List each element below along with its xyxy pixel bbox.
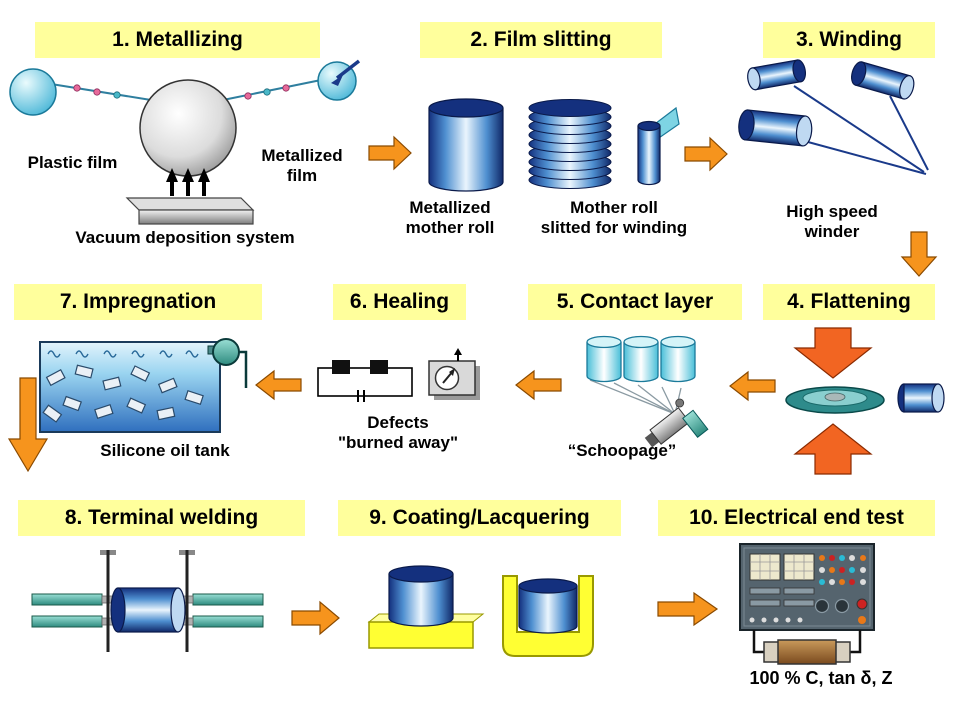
label-schoopage: “Schoopage” <box>567 441 677 460</box>
film-slitting-illustration <box>428 98 680 192</box>
label-line: mother roll <box>405 218 495 238</box>
flattening-illustration <box>785 327 945 475</box>
flow-arrow-4-5 <box>729 370 776 402</box>
label-defects-burned: Defects "burned away" <box>310 413 486 453</box>
winder-roll-icon <box>851 61 915 100</box>
label-silicone-oil-tank: Silicone oil tank <box>100 441 230 460</box>
slit-reel-icon <box>637 106 680 186</box>
flow-arrow-5-6 <box>515 369 562 401</box>
step-title-metallizing: 1. Metallizing <box>35 22 320 58</box>
press-up-arrow <box>793 423 873 475</box>
contact-layer-illustration <box>586 335 709 448</box>
step-title-impregnation: 7. Impregnation <box>14 284 262 320</box>
unwind-roll-icon <box>9 68 57 116</box>
label-vacuum-deposition: Vacuum deposition system <box>75 228 295 247</box>
label-metallized-film: Metallized film <box>248 146 356 186</box>
label-high-speed-winder: High speed winder <box>758 202 906 242</box>
impregnation-illustration <box>39 338 248 433</box>
flow-arrow-1-2 <box>368 135 412 171</box>
spray-gun-icon <box>644 398 709 448</box>
flow-arrow-8-9 <box>291 600 340 636</box>
label-line: "burned away" <box>337 433 459 453</box>
step-title-coating: 9. Coating/Lacquering <box>338 500 621 536</box>
dipped-winding-icon <box>518 578 578 634</box>
flow-arrow-9-10 <box>657 591 719 627</box>
label-metallized-mother-roll: Metallized mother roll <box>392 198 508 238</box>
coated-winding-icon <box>388 565 454 627</box>
label-line: Mother roll <box>570 198 658 217</box>
winding-illustration <box>738 59 929 175</box>
winding-elements-icon <box>586 335 696 383</box>
electrical-test-illustration <box>739 543 875 665</box>
coating-drum-icon <box>139 79 237 177</box>
vapor-arrows-icon <box>166 168 210 196</box>
winder-roll-icon <box>747 59 807 91</box>
capacitor-symbol <box>370 360 388 374</box>
vacuum-chamber-base-icon <box>125 197 255 225</box>
round-winding-icon <box>897 383 945 413</box>
label-plastic-film: Plastic film <box>27 153 118 172</box>
terminal-welding-illustration <box>31 550 264 652</box>
winding-direction-arrow <box>335 59 361 80</box>
step-title-healing: 6. Healing <box>333 284 466 320</box>
flow-arrow-6-7 <box>255 369 302 401</box>
label-line: Metallized <box>261 146 343 165</box>
label-line: Metallized <box>409 198 491 217</box>
oil-ripples <box>47 350 199 358</box>
label-line: High speed <box>786 202 878 221</box>
meter-icon <box>428 348 480 400</box>
lacquer-cup-icon <box>502 575 594 657</box>
step-title-contact-layer: 5. Contact layer <box>528 284 742 320</box>
capacitor-symbol <box>332 360 350 374</box>
step-title-film-slitting: 2. Film slitting <box>420 22 662 58</box>
step-title-terminal-welding: 8. Terminal welding <box>18 500 305 536</box>
film-path-right <box>222 79 322 101</box>
label-line: winder <box>804 222 860 242</box>
spray-lines <box>589 379 682 415</box>
label-line: slitted for winding <box>540 218 688 238</box>
flattened-winding-icon <box>785 386 885 414</box>
film-path-left <box>50 83 152 101</box>
step-title-electrical-test: 10. Electrical end test <box>658 500 935 536</box>
healing-illustration <box>317 348 480 402</box>
press-down-arrow <box>793 327 873 379</box>
oil-tank-icon <box>39 341 221 433</box>
capacitor-under-test-icon <box>763 639 851 665</box>
flow-arrow-3-4 <box>900 231 938 277</box>
step-title-winding: 3. Winding <box>763 22 935 58</box>
welded-winding-icon <box>110 587 186 633</box>
coating-illustration <box>367 565 594 657</box>
mother-roll-icon <box>428 98 504 192</box>
test-instrument-icon <box>739 543 875 631</box>
metallizing-illustration <box>9 59 361 225</box>
welding-frame-icon <box>100 550 195 652</box>
pump-icon <box>207 338 248 388</box>
indicator-lights <box>819 555 866 585</box>
label-electrical-test-params: 100 % C, tan δ, Z <box>749 668 893 688</box>
flow-arrow-2-3 <box>684 136 728 172</box>
label-line: Defects <box>367 413 429 432</box>
step-title-flattening: 4. Flattening <box>763 284 935 320</box>
floating-windings <box>42 364 204 423</box>
slitted-roll-stack-icon <box>528 99 612 189</box>
flow-arrow-7-8 <box>7 377 49 473</box>
winder-roll-icon <box>738 109 813 147</box>
label-line: film <box>286 166 318 186</box>
label-mother-roll-slitted: Mother roll slitted for winding <box>516 198 712 238</box>
